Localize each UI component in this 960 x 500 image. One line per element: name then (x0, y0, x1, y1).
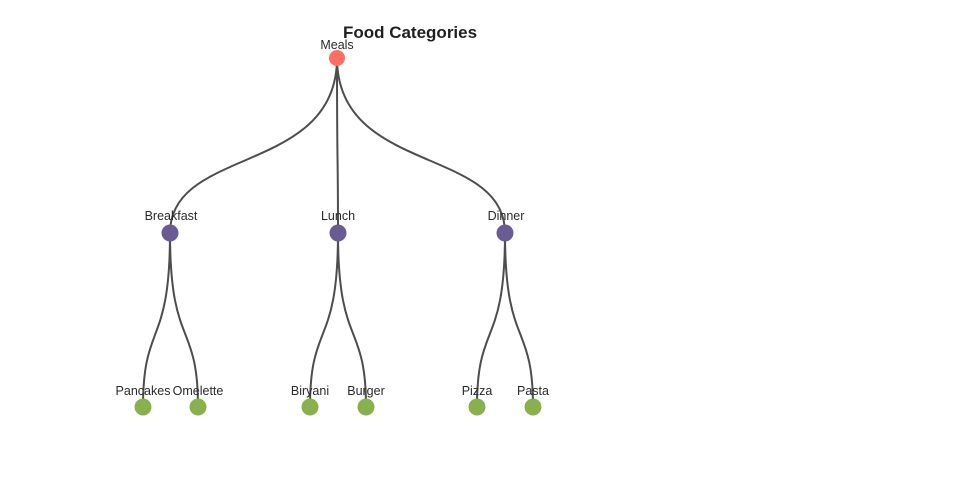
edge-lunch-burger (337, 232, 367, 408)
node-biryani (301, 398, 319, 416)
edge-meals-dinner (336, 57, 506, 234)
edge-breakfast-pancakes (142, 232, 171, 408)
node-label-biryani: Biryani (291, 384, 329, 398)
edge-meals-lunch (336, 57, 339, 234)
edge-dinner-pizza (476, 232, 506, 408)
node-pancakes (134, 398, 152, 416)
edge-meals-breakfast (169, 57, 338, 234)
node-breakfast (161, 224, 179, 242)
node-pasta (524, 398, 542, 416)
node-burger (357, 398, 375, 416)
node-meals (329, 50, 345, 66)
node-label-pizza: Pizza (462, 384, 493, 398)
node-omelette (189, 398, 207, 416)
node-label-omelette: Omelette (173, 384, 224, 398)
edge-breakfast-omelette (169, 232, 199, 408)
edge-lunch-biryani (309, 232, 339, 408)
node-label-lunch: Lunch (321, 209, 355, 223)
node-label-burger: Burger (347, 384, 385, 398)
chart-title: Food Categories (343, 23, 477, 42)
node-label-pancakes: Pancakes (116, 384, 171, 398)
node-dinner (496, 224, 514, 242)
edge-dinner-pasta (504, 232, 534, 408)
node-pizza (468, 398, 486, 416)
node-label-dinner: Dinner (488, 209, 525, 223)
node-label-meals: Meals (320, 38, 353, 52)
node-label-breakfast: Breakfast (145, 209, 198, 223)
node-label-pasta: Pasta (517, 384, 549, 398)
node-lunch (329, 224, 347, 242)
